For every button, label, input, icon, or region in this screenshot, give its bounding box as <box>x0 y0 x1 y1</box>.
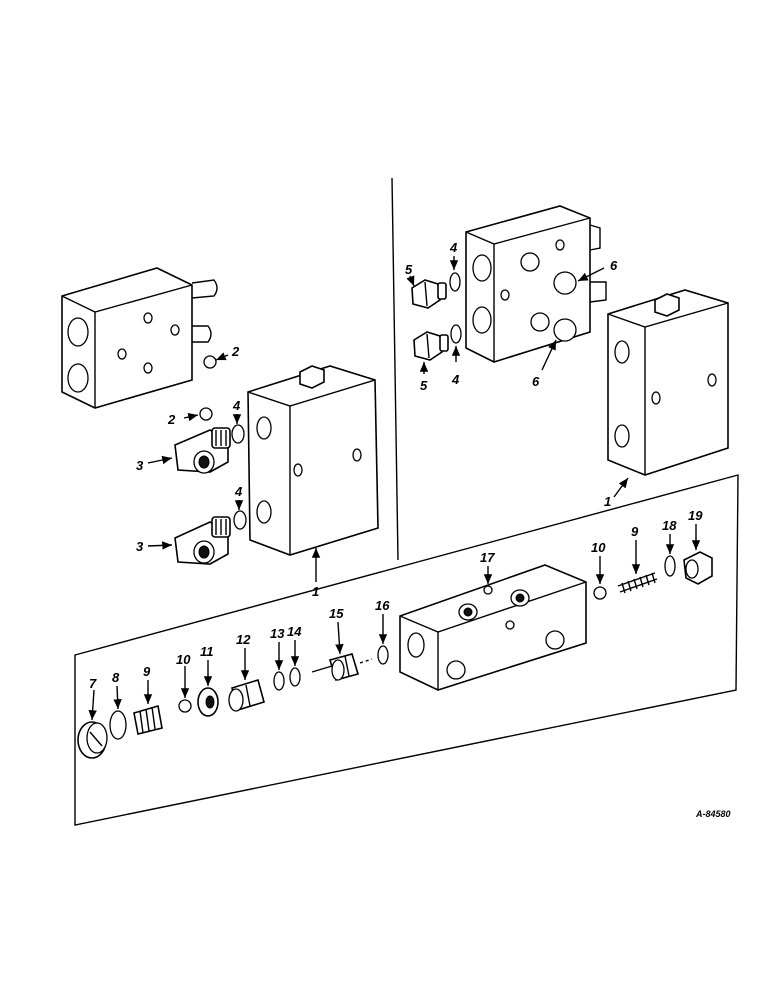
callout-3-upper: 3 <box>136 458 144 473</box>
ring-14 <box>289 667 301 687</box>
seal-ring-4-lower-left <box>233 510 247 530</box>
callout-4-upper-left: 4 <box>232 398 241 413</box>
callout-4-upper-right: 4 <box>449 240 458 255</box>
callout-12: 12 <box>236 632 251 647</box>
ball-10-left <box>178 699 192 713</box>
callout-5-upper: 5 <box>405 262 413 277</box>
callout-13: 13 <box>270 626 285 641</box>
elbow-fitting-3-lower <box>174 516 231 565</box>
callout-9-right: 9 <box>631 524 639 539</box>
right-valve-block <box>465 205 607 363</box>
spring-9-right <box>617 572 658 594</box>
ring-16 <box>377 645 389 665</box>
callout-16: 16 <box>375 598 390 613</box>
seal-ring-2-lower <box>199 407 213 421</box>
piston-12 <box>228 678 265 712</box>
callout-1-right: 1 <box>604 494 611 509</box>
poppet-15 <box>311 653 373 681</box>
callout-10-right: 10 <box>591 540 606 555</box>
sub-assembly-frame <box>74 474 739 826</box>
callout-18: 18 <box>662 518 677 533</box>
divider-line <box>391 177 399 561</box>
drawing-reference-number: A-84580 <box>695 809 731 819</box>
hex-plug-5-upper <box>411 279 447 309</box>
seat-11 <box>197 687 219 717</box>
callout-4-lower-left: 4 <box>234 484 243 499</box>
elbow-fitting-3-upper <box>174 427 231 474</box>
callout-1-left: 1 <box>312 584 319 599</box>
seal-ring-6-lower <box>553 318 577 342</box>
callout-19: 19 <box>688 508 703 523</box>
spring-9-left <box>133 704 163 735</box>
callout-8: 8 <box>112 670 120 685</box>
callout-3-lower: 3 <box>136 539 144 554</box>
seal-ring-18 <box>664 555 676 577</box>
seal-ring-2-upper <box>203 355 217 369</box>
callout-7: 7 <box>89 676 97 691</box>
seal-ring-6-upper <box>553 271 577 295</box>
relief-valve-body-17 <box>399 564 587 691</box>
left-valve-block <box>61 267 218 409</box>
plug-19 <box>683 551 713 585</box>
valve-housing-1-right <box>607 289 729 476</box>
callout-2-lower: 2 <box>167 412 176 427</box>
valve-housing-1-left <box>247 365 379 556</box>
callout-6-lower: 6 <box>532 374 540 389</box>
callout-4-lower-right: 4 <box>451 372 460 387</box>
callout-2-upper: 2 <box>231 344 240 359</box>
leader-lines <box>88 256 701 721</box>
callout-6-upper: 6 <box>610 258 618 273</box>
seal-ring-4-upper-left <box>231 424 245 444</box>
ring-13 <box>273 671 285 691</box>
callout-10-left: 10 <box>176 652 191 667</box>
cap-7 <box>77 721 108 759</box>
callout-14: 14 <box>287 624 302 639</box>
callout-11: 11 <box>200 644 214 659</box>
callout-15: 15 <box>329 606 344 621</box>
seal-ring-4-upper-right <box>449 272 461 292</box>
callout-5-lower: 5 <box>420 378 428 393</box>
hex-plug-5-lower <box>413 331 449 361</box>
seal-ring-4-lower-right <box>450 324 462 344</box>
callout-9-left: 9 <box>143 664 151 679</box>
callout-17: 17 <box>480 550 495 565</box>
seal-ring-8 <box>109 710 127 740</box>
ball-10-right <box>593 586 607 600</box>
